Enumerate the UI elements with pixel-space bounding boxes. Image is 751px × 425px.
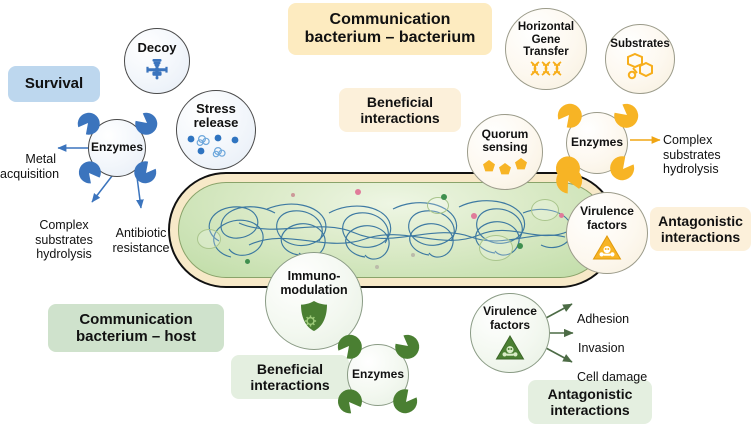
enzyme-wedge-icon [77, 112, 100, 135]
category-survival-label: Survival [24, 75, 84, 93]
vacuole [479, 235, 513, 261]
granule [355, 189, 361, 195]
enzyme-wedge-icon [557, 103, 582, 128]
hazard-triangle-icon [592, 234, 622, 260]
enzyme-wedge-icon [135, 112, 158, 135]
vacuole [197, 229, 221, 249]
vesicle-stress-release: Stress release [176, 90, 256, 170]
scarecrow-icon [146, 58, 168, 80]
category-antagonistic-interactions-bottom: Antagonistic interactions [528, 380, 652, 424]
enzyme-wedge-icon [337, 334, 362, 359]
granule [375, 265, 379, 269]
category-communication-bacterium-host: Communication bacterium – host [48, 304, 224, 352]
granule [411, 253, 415, 257]
enzyme-wedge-icon [393, 389, 418, 414]
category-comm-bact-label: Communication bacterium – bacterium [304, 10, 476, 46]
vesicle-substrates-label: Substrates [610, 37, 670, 50]
vesicle-immunomodulation-label: Immuno- modulation [280, 268, 348, 297]
enzyme-wedge-icon [134, 161, 157, 184]
vesicle-enzymes-green: Enzymes [337, 334, 420, 414]
antibiotic-resistance-text: Antibiotic resistance [112, 225, 170, 255]
granule [517, 243, 523, 249]
vesicle-quorum-sensing-label: Quorum sensing [481, 126, 529, 154]
vesicle-decoy-label: Decoy [137, 40, 177, 56]
antagonistic-bottom-label: Antagonistic interactions [547, 385, 633, 418]
vesicle-virulence-factors-yellow: Virulence factors [566, 192, 648, 274]
complex-hydrolysis-right-text: Complex substrates hydrolysis [663, 132, 721, 177]
category-communication-bacterium-bacterium: Communication bacterium – bacterium [288, 3, 492, 55]
annotation-adhesion: Adhesion [577, 297, 629, 327]
vacuole [531, 199, 559, 221]
metal-acquisition-text: Metal acquisition [0, 151, 60, 181]
vesicle-horizontal-gene-transfer: Horizontal Gene Transfer [505, 8, 587, 90]
cell-damage-text: Cell damage [577, 369, 648, 384]
adhesion-text: Adhesion [577, 311, 630, 326]
enzyme-wedge-icon [395, 334, 420, 359]
granule [245, 259, 250, 264]
nucleoid-dna-icon [208, 200, 573, 260]
vesicle-enzymes-blue-label: Enzymes [90, 140, 144, 155]
enzyme-wedge-icon [610, 156, 635, 181]
beneficial-bottom-label: Beneficial interactions [250, 360, 330, 393]
vesicle-virulence-factors-green: Virulence factors [470, 293, 550, 373]
annotation-invasion: Invasion [578, 326, 625, 356]
complex-hydrolysis-left-text: Complex substrates hydrolysis [35, 217, 93, 262]
invasion-text: Invasion [578, 340, 625, 355]
annotation-metal-acquisition: Metal acquisition [0, 137, 60, 181]
enzyme-wedge-icon [556, 167, 583, 194]
vesicle-enzymes-blue: Enzymes [77, 112, 158, 184]
molecule-icon [627, 53, 653, 80]
antagonistic-right-label: Antagonistic interactions [658, 212, 743, 245]
category-comm-host-label: Communication bacterium – host [75, 310, 197, 345]
misfolded-protein-icon [187, 134, 239, 158]
annotation-cell-damage: Cell damage [577, 355, 647, 385]
category-survival: Survival [8, 66, 100, 102]
beneficial-top-label: Beneficial interactions [360, 93, 440, 126]
bacterium-cell [168, 172, 618, 288]
dna-helix-icon [530, 61, 562, 76]
cytoplasm [178, 182, 608, 278]
granule [471, 213, 477, 219]
granule [291, 193, 295, 197]
vesicle-enzymes-yellow: Enzymes [555, 103, 639, 181]
vacuole [427, 197, 449, 214]
annotation-complex-hydrolysis-left: Complex substrates hydrolysis [24, 203, 104, 262]
annotation-complex-hydrolysis-right: Complex substrates hydrolysis [663, 118, 745, 177]
vesicle-immunomodulation: Immuno- modulation [265, 252, 363, 350]
vesicle-decoy: Decoy [124, 28, 190, 94]
enzyme-wedge-icon [337, 389, 362, 414]
shield-icon [301, 301, 327, 332]
hazard-triangle-icon [495, 334, 525, 360]
vesicle-hgt-label: Horizontal Gene Transfer [517, 21, 575, 59]
signal-molecule-icon [483, 158, 527, 175]
vesicle-virulence-green-label: Virulence factors [483, 304, 537, 332]
vesicle-substrates: Substrates [605, 24, 675, 94]
category-antagonistic-interactions-right: Antagonistic interactions [650, 207, 751, 251]
vesicle-quorum-sensing: Quorum sensing [467, 114, 543, 190]
enzyme-wedge-icon [78, 161, 101, 184]
vesicle-enzymes-green-label: Enzymes [351, 367, 405, 382]
vesicle-enzymes-yellow-label: Enzymes [570, 135, 624, 150]
enzyme-wedge-icon [614, 103, 639, 128]
vesicle-stress-release-label: Stress release [193, 100, 239, 130]
category-beneficial-interactions-top: Beneficial interactions [339, 88, 461, 132]
vesicle-virulence-yellow-label: Virulence factors [580, 204, 634, 232]
granule [559, 213, 564, 218]
granule [441, 194, 447, 200]
category-beneficial-interactions-bottom: Beneficial interactions [231, 355, 349, 399]
annotation-antibiotic-resistance: Antibiotic resistance [106, 211, 176, 255]
